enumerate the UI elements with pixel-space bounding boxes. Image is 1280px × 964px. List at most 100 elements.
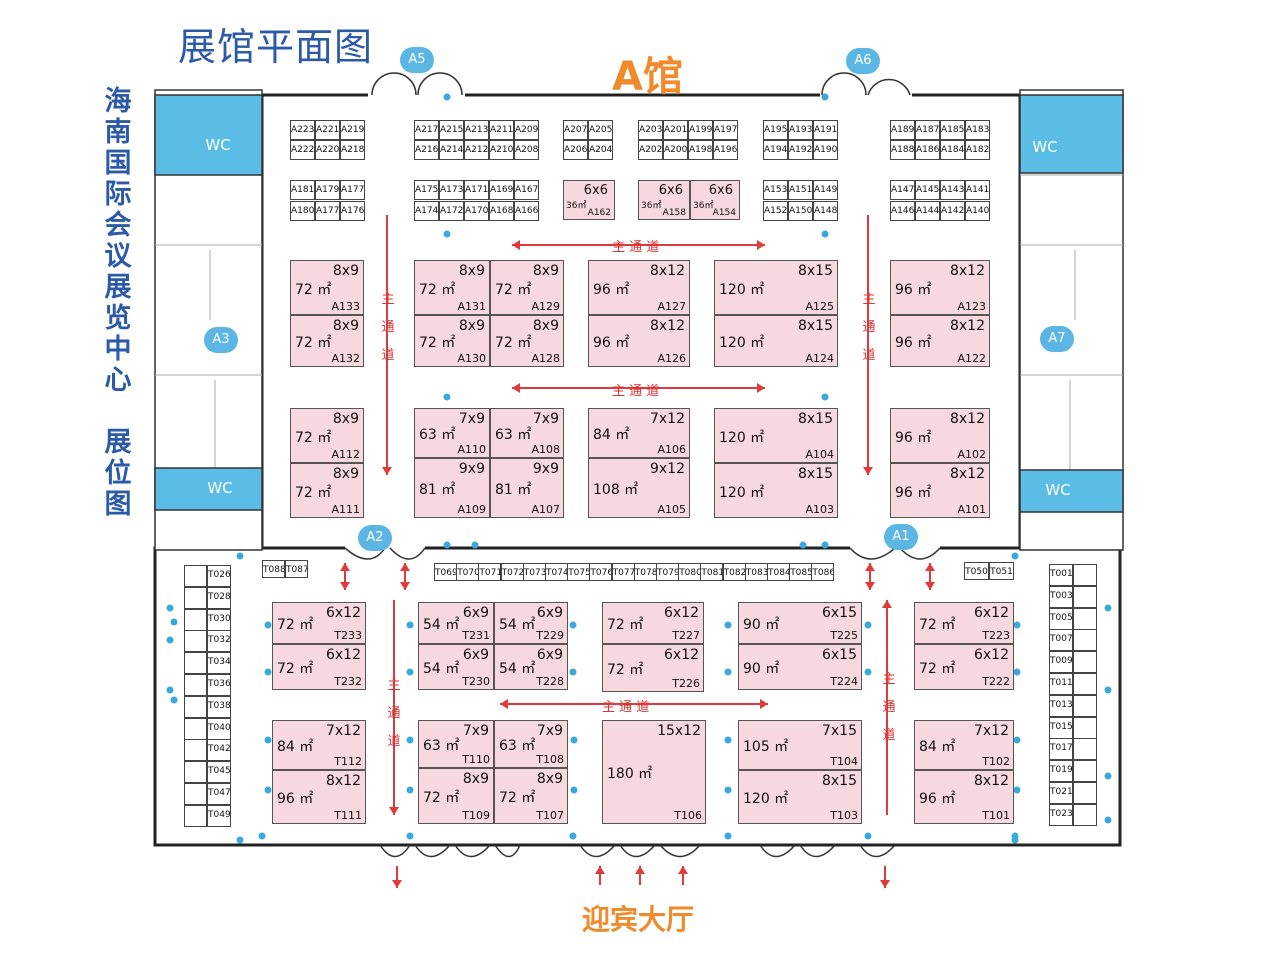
small-booth-t[interactable]: T009 [1049, 651, 1073, 674]
small-booth[interactable]: A185 [940, 120, 965, 140]
small-booth-t[interactable]: T088 [262, 560, 285, 578]
small-booth[interactable]: A152 [763, 201, 788, 221]
small-booth[interactable]: A172 [439, 201, 464, 221]
small-booth[interactable]: A211 [489, 120, 514, 140]
small-booth-t[interactable]: T075 [567, 563, 591, 581]
small-booth[interactable]: A214 [439, 140, 464, 160]
small-booth[interactable]: A212 [464, 140, 489, 160]
small-booth[interactable]: A167 [514, 180, 539, 200]
small-booth[interactable]: A141 [965, 180, 990, 200]
small-booth-t[interactable]: T003 [1049, 585, 1073, 608]
small-booth[interactable]: A206 [563, 140, 588, 160]
small-booth[interactable]: A219 [340, 120, 365, 140]
small-booth-t[interactable]: T030 [207, 608, 231, 631]
small-booth[interactable]: A209 [514, 120, 539, 140]
small-booth[interactable]: A151 [788, 180, 813, 200]
small-booth[interactable]: A147 [890, 180, 915, 200]
small-booth-t[interactable]: T071 [478, 563, 502, 581]
small-booth[interactable]: A183 [965, 120, 990, 140]
small-booth[interactable]: A221 [315, 120, 340, 140]
small-booth-t[interactable]: T034 [207, 652, 231, 675]
small-booth[interactable]: A203 [638, 120, 663, 140]
small-booth-t[interactable]: T083 [744, 563, 768, 581]
small-booth-t[interactable]: T023 [1049, 803, 1073, 826]
small-booth-t[interactable]: T007 [1049, 629, 1073, 652]
small-booth-t[interactable]: T026 [207, 565, 231, 587]
small-booth[interactable]: A176 [340, 201, 365, 221]
small-booth[interactable]: A187 [915, 120, 940, 140]
small-booth-t[interactable]: T011 [1049, 673, 1073, 695]
entrance-a1[interactable]: A1 [884, 524, 918, 550]
small-booth-t[interactable]: T087 [285, 560, 308, 578]
small-booth-t[interactable]: T076 [589, 563, 613, 581]
small-booth-t[interactable]: T028 [207, 586, 231, 609]
small-booth[interactable]: A192 [788, 140, 813, 160]
small-booth-t[interactable]: T013 [1049, 694, 1073, 717]
small-booth[interactable]: A181 [290, 180, 315, 200]
small-booth[interactable]: A194 [763, 140, 788, 160]
small-booth-t[interactable]: T042 [207, 739, 231, 762]
small-booth[interactable]: A171 [464, 180, 489, 200]
small-booth[interactable]: A140 [965, 201, 990, 221]
small-booth[interactable]: A208 [514, 140, 539, 160]
entrance-a2[interactable]: A2 [358, 525, 392, 551]
small-booth-t[interactable]: T019 [1049, 760, 1073, 783]
small-booth[interactable]: A223 [290, 120, 315, 140]
small-booth[interactable]: A216 [414, 140, 439, 160]
small-booth-t[interactable]: T077 [611, 563, 635, 581]
small-booth-t[interactable]: T021 [1049, 782, 1073, 804]
small-booth[interactable]: A179 [315, 180, 340, 200]
small-booth[interactable]: A210 [489, 140, 514, 160]
small-booth[interactable]: A150 [788, 201, 813, 221]
entrance-a7[interactable]: A7 [1040, 326, 1074, 352]
small-booth[interactable]: A218 [340, 140, 365, 160]
small-booth-t[interactable]: T082 [722, 563, 746, 581]
small-booth-t[interactable]: T001 [1049, 564, 1073, 586]
small-booth[interactable]: A222 [290, 140, 315, 160]
small-booth[interactable]: A177 [340, 180, 365, 200]
small-booth[interactable]: A144 [915, 201, 940, 221]
small-booth-t[interactable]: T073 [522, 563, 546, 581]
small-booth-t[interactable]: T040 [207, 717, 231, 740]
small-booth[interactable]: A196 [713, 140, 738, 160]
entrance-a3[interactable]: A3 [204, 327, 238, 353]
small-booth[interactable]: A148 [813, 201, 838, 221]
small-booth-t[interactable]: T079 [656, 563, 679, 581]
small-booth-t[interactable]: T081 [700, 563, 724, 581]
small-booth[interactable]: A193 [788, 120, 813, 140]
